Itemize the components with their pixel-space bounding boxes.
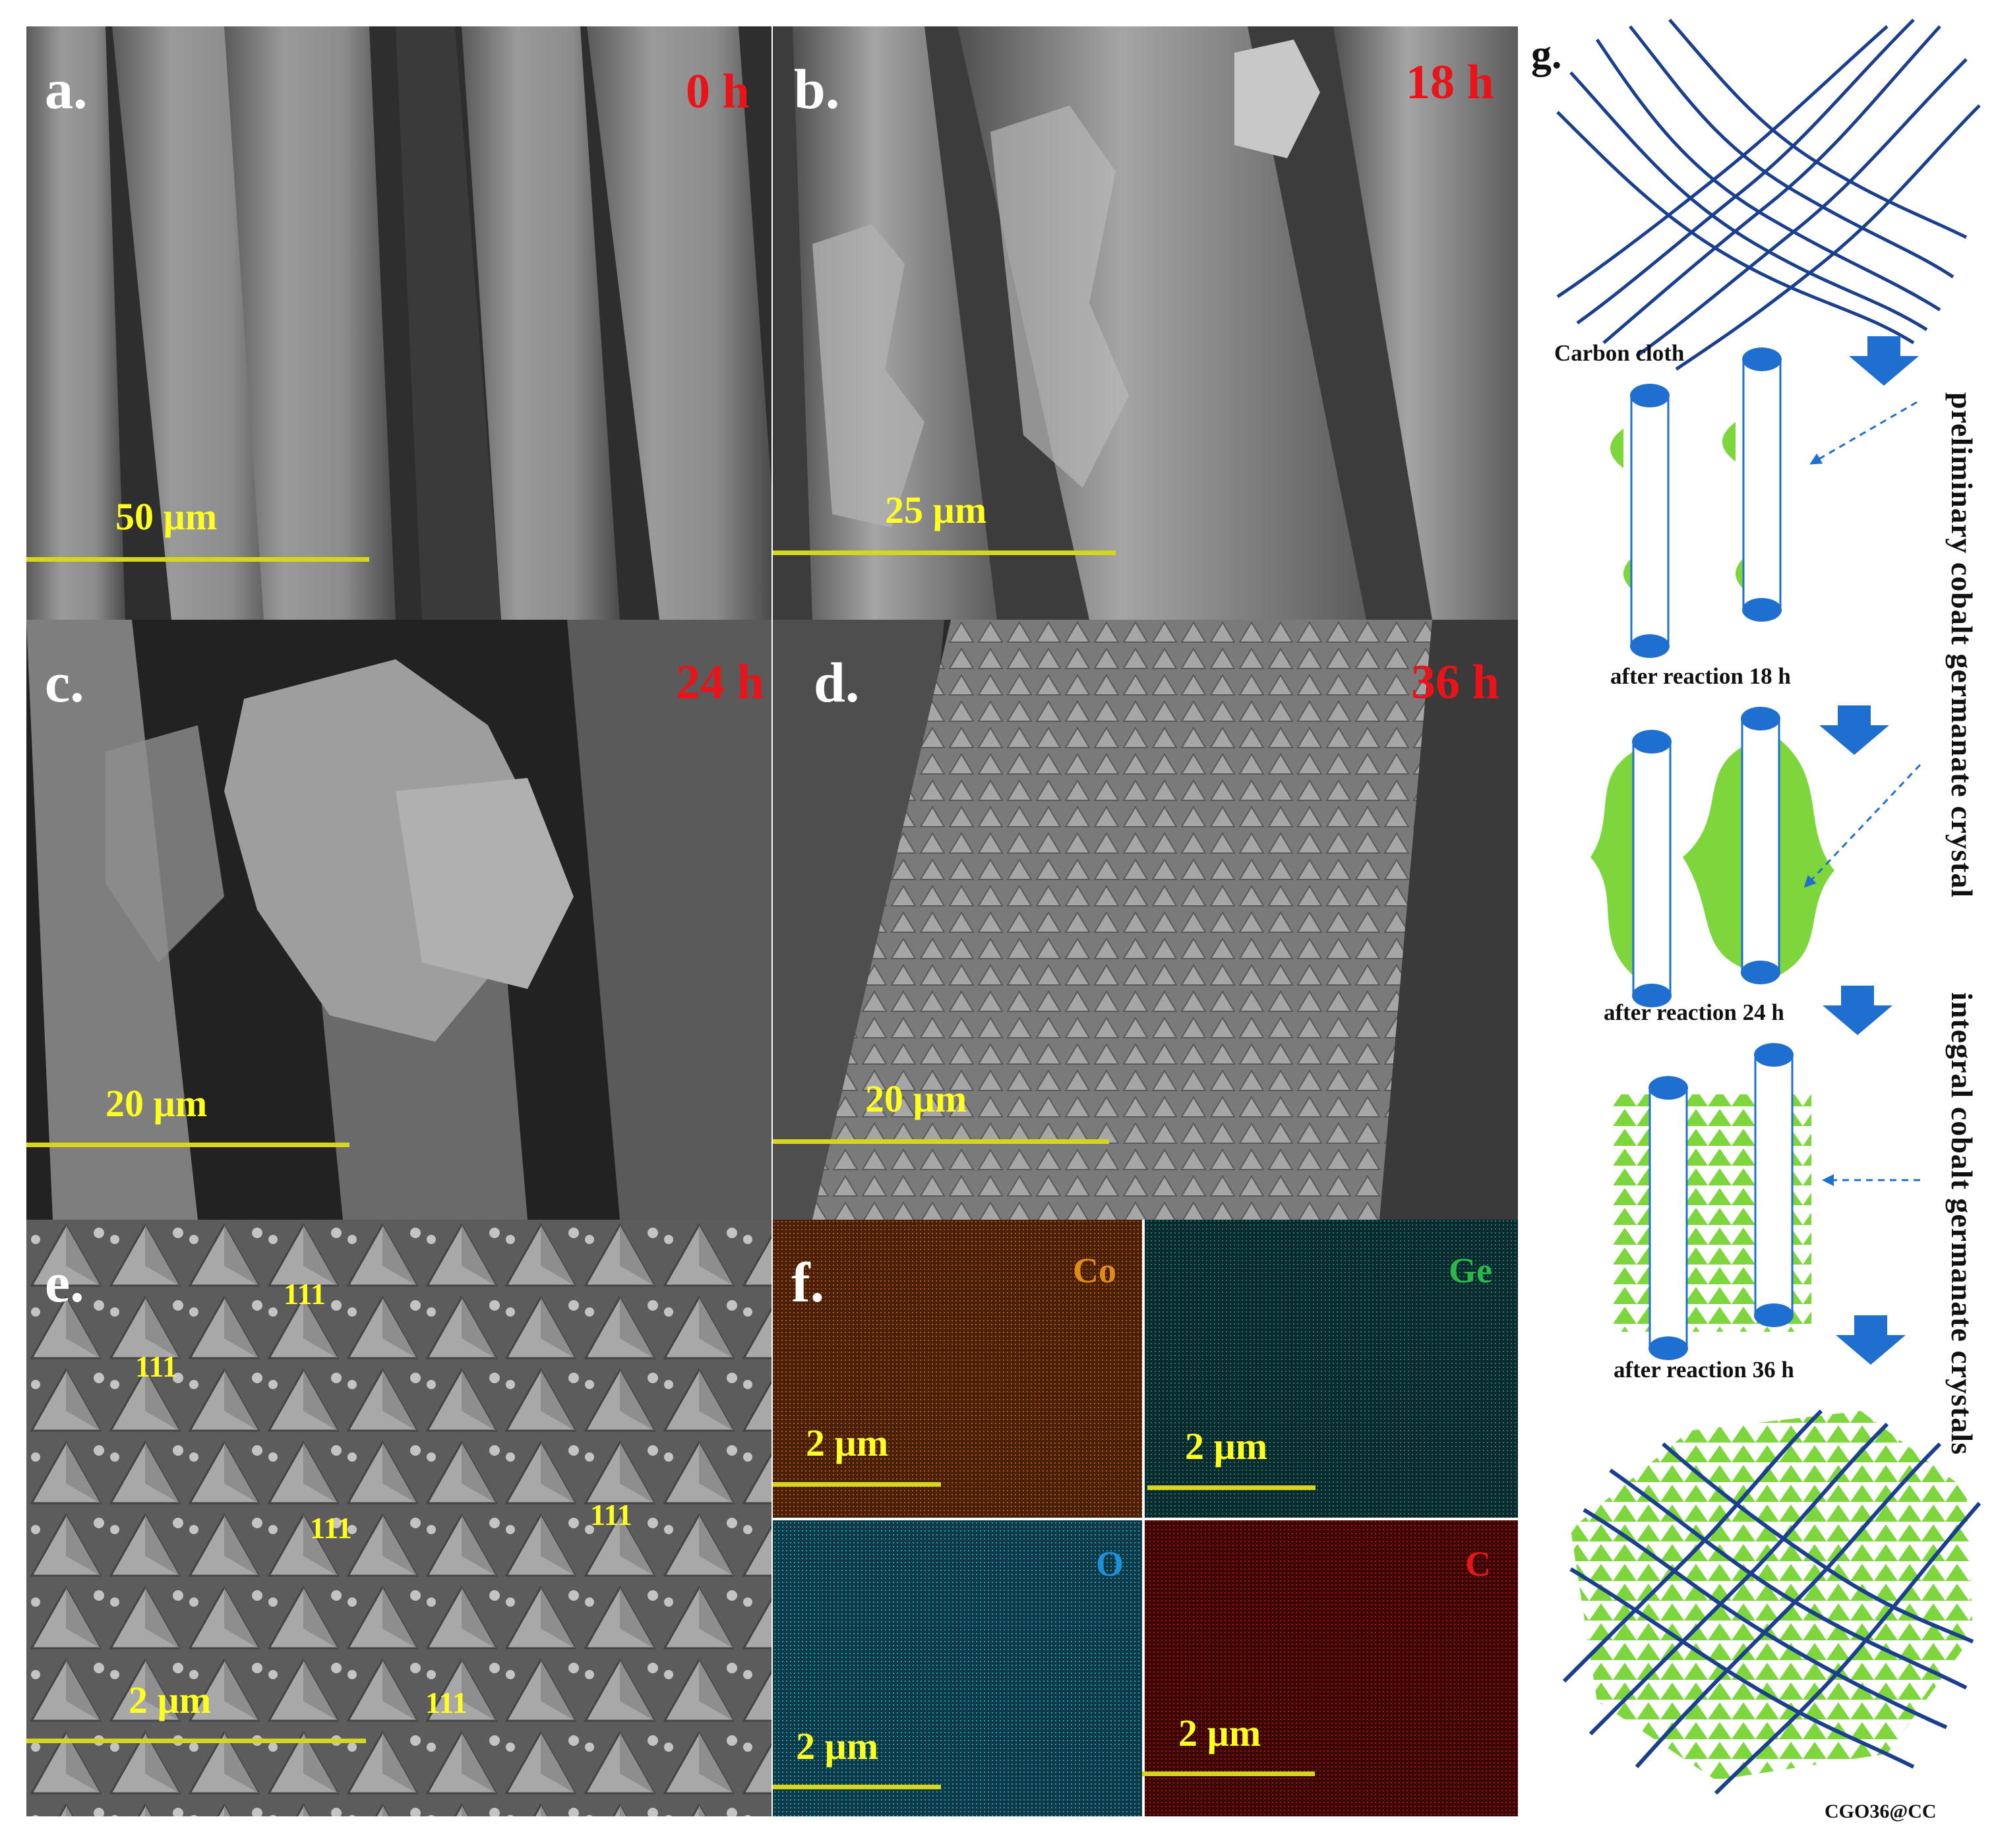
- sem-octahedra: [26, 1220, 771, 1816]
- sem-fibers-0h: [26, 26, 771, 620]
- facet-label: 111: [284, 1277, 326, 1311]
- o-map-scale-label: 2 µm: [796, 1725, 879, 1768]
- panel-e-scale-label: 2 µm: [129, 1679, 212, 1721]
- carbon-cloth-icon: [1556, 18, 1981, 371]
- ge-map-scale-label: 2 µm: [1185, 1425, 1268, 1468]
- panel-c-sem-image: c. 24 h 20 µm: [26, 620, 771, 1220]
- panel-d-sem-image: d. 36 h 20 µm: [773, 620, 1518, 1220]
- panel-e-sem-image: e. 111 111 111 111 111 2 µm: [26, 1220, 771, 1816]
- facet-label: 111: [590, 1498, 632, 1532]
- panel-d-label: d.: [814, 651, 860, 714]
- element-label-ge: Ge: [1449, 1251, 1492, 1290]
- tubes-36h-icon: [1614, 1043, 1920, 1360]
- down-arrow-icon: [1836, 1315, 1906, 1365]
- panel-f-label: f.: [791, 1251, 825, 1314]
- panel-d-scale-bar: [773, 1139, 1109, 1144]
- cgo36-cc-icon: [1562, 1409, 1981, 1795]
- ge-map-scale-bar: [1147, 1485, 1316, 1490]
- panel-g-label: g.: [1531, 32, 1562, 77]
- panel-b-time: 18 h: [1406, 55, 1494, 109]
- panel-f-eds-maps: f. Co 2 µm Ge 2 µm O 2 µm C 2 µm: [773, 1220, 1518, 1816]
- panel-d-time: 36 h: [1411, 655, 1499, 709]
- sem-fiber-36h: [773, 620, 1518, 1220]
- down-arrow-icon: [1819, 705, 1889, 755]
- panel-a-scale-label: 50 µm: [115, 495, 218, 538]
- eds-map-backgrounds: [773, 1220, 1518, 1816]
- panel-g-schematic: g. Carbon cloth after reaction 18 h afte…: [1518, 0, 1996, 1848]
- side-text-preliminary: preliminary cobalt germanate crystal: [1945, 392, 1979, 899]
- down-arrow-icon: [1849, 336, 1919, 386]
- sem-fibers-18h: [773, 26, 1518, 620]
- caption-cgo36-cc: CGO36@CC: [1825, 1801, 1937, 1822]
- panel-b-sem-image: b. 18 h 25 µm: [773, 26, 1518, 620]
- caption-carbon-cloth: Carbon cloth: [1554, 340, 1685, 366]
- panel-e-label: e.: [45, 1251, 84, 1314]
- caption-reaction-18h: after reaction 18 h: [1610, 663, 1791, 689]
- c-map-scale-bar: [1142, 1772, 1315, 1776]
- panel-c-label: c.: [45, 651, 84, 714]
- element-label-co: Co: [1073, 1251, 1116, 1290]
- growth-schematic: [1556, 18, 1981, 1795]
- panel-b-scale-bar: [773, 551, 1116, 555]
- sem-fibers-24h: [26, 620, 771, 1220]
- panel-b-label: b.: [794, 57, 840, 121]
- o-map-scale-bar: [773, 1785, 941, 1789]
- caption-reaction-36h: after reaction 36 h: [1614, 1357, 1794, 1383]
- facet-label: 111: [135, 1350, 177, 1383]
- panel-a-label: a.: [45, 57, 88, 121]
- panel-c-time: 24 h: [676, 655, 764, 709]
- co-map-scale-label: 2 µm: [806, 1421, 889, 1464]
- co-map-scale-bar: [773, 1482, 941, 1487]
- caption-reaction-24h: after reaction 24 h: [1604, 999, 1784, 1025]
- element-label-c: C: [1465, 1544, 1491, 1584]
- panel-c-scale-label: 20 µm: [106, 1082, 208, 1125]
- panel-a-sem-image: a. 0 h 50 µm: [26, 26, 771, 620]
- panel-d-scale-label: 20 µm: [865, 1077, 967, 1120]
- tubes-24h-icon: [1590, 707, 1921, 1007]
- panel-c-scale-bar: [26, 1143, 349, 1147]
- facet-label: 111: [310, 1511, 352, 1545]
- element-label-o: O: [1096, 1544, 1124, 1584]
- c-map-scale-label: 2 µm: [1178, 1712, 1261, 1754]
- side-text-integral: integral cobalt germanate crystals: [1945, 992, 1979, 1456]
- down-arrow-icon: [1823, 986, 1892, 1035]
- facet-label: 111: [425, 1686, 468, 1719]
- panel-e-scale-bar: [26, 1739, 366, 1743]
- panel-a-scale-bar: [26, 557, 369, 562]
- tubes-18h-icon: [1610, 347, 1918, 658]
- panel-a-time: 0 h: [686, 65, 750, 119]
- panel-b-scale-label: 25 µm: [885, 489, 987, 531]
